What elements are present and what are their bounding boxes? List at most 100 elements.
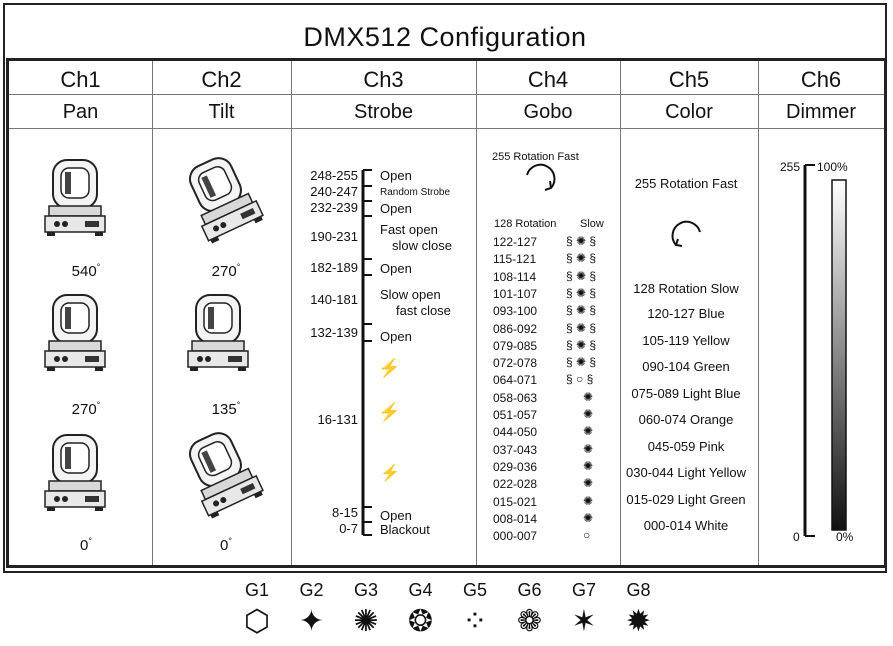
- gobo-legend-label: G1: [244, 580, 269, 600]
- gobo-symbol-icon: ✺: [583, 493, 594, 508]
- gobo-range: 115-121: [493, 252, 537, 267]
- gobo-symbol-icon: ✺: [583, 389, 594, 404]
- gobo-legend-label: G2: [299, 580, 324, 600]
- strobe-label: Open: [380, 261, 412, 276]
- lightning-icon: ⚡: [378, 402, 401, 422]
- gobo-range: 044-050: [493, 425, 538, 440]
- ch4-header: Ch4: [527, 67, 569, 92]
- page-title: DMX512 Configuration: [303, 22, 587, 52]
- strobe-range: 182-189: [310, 260, 358, 275]
- gobo-legend-label: G8: [626, 580, 651, 600]
- dimmer-top-percent: 100%: [817, 160, 848, 174]
- gobo-legend-label: G5: [462, 580, 487, 600]
- header-divider: [9, 94, 884, 95]
- column-divider: [620, 61, 621, 565]
- color-item: 060-074 Orange: [638, 412, 734, 427]
- pan-degree-0: 0°: [80, 536, 92, 554]
- ch6-function: Dimmer: [786, 101, 856, 123]
- lightning-icon: ⚡: [378, 358, 401, 378]
- column-divider: [152, 61, 153, 565]
- gobo-symbol-icon: ○: [583, 528, 591, 543]
- column-divider: [291, 61, 292, 565]
- gobo-symbol-icon: § ✺ §: [566, 251, 597, 266]
- gobo-legend-label: G7: [571, 580, 596, 600]
- strobe-range: 190-231: [310, 229, 358, 244]
- gobo-symbol-icon: § ✺ §: [566, 337, 597, 352]
- strobe-label: Slow open: [380, 287, 441, 302]
- gobo-symbol-icon: § ✺ §: [566, 303, 597, 318]
- strobe-label: Fast open: [380, 222, 438, 237]
- gobo-symbol-icon: § ○ §: [566, 372, 594, 387]
- gobo-legend-label: G4: [408, 580, 433, 600]
- gobo-pattern-icon: ❁: [516, 605, 543, 638]
- column-divider: [758, 61, 759, 565]
- color-rotation-slow: 128 Rotation Slow: [633, 281, 739, 296]
- gobo-range: 037-043: [493, 442, 538, 457]
- strobe-label: fast close: [396, 303, 451, 318]
- gobo-range: 008-014: [493, 511, 538, 526]
- gobo-range: 101-107: [493, 286, 538, 301]
- gobo-symbol-icon: ✺: [583, 510, 594, 525]
- dmx-table: Ch1 Pan Ch2 Tilt Ch3 Strobe Ch4 Gobo Ch5…: [6, 58, 887, 568]
- gobo-range: 022-028: [493, 477, 538, 492]
- color-rotation-fast: 255 Rotation Fast: [634, 176, 738, 191]
- gobo-range: 093-100: [493, 304, 538, 319]
- gobo-range: 086-092: [493, 321, 538, 336]
- gobo-range: 072-078: [493, 356, 538, 371]
- strobe-label: slow close: [392, 238, 452, 253]
- strobe-label: Open: [380, 201, 412, 216]
- color-item: 000-014 White: [643, 518, 729, 533]
- gobo-symbol-icon: ✺: [583, 476, 594, 491]
- color-item: 105-119 Yellow: [642, 332, 730, 348]
- ch1-header: Ch1: [60, 67, 101, 92]
- ch3-header: Ch3: [363, 67, 404, 92]
- strobe-range: 0-7: [339, 521, 358, 536]
- ch3-function: Strobe: [354, 101, 413, 123]
- gobo-symbol-icon: ✺: [583, 458, 594, 473]
- strobe-label: Blackout: [380, 522, 430, 537]
- strobe-range: 132-139: [310, 325, 358, 340]
- gobo-range: 015-021: [493, 494, 538, 509]
- strobe-label: Random Strobe: [380, 187, 451, 198]
- column-divider: [476, 61, 477, 565]
- pan-degree-270: 270°: [71, 400, 101, 418]
- gobo-range: 108-114: [493, 269, 537, 284]
- strobe-range: 16-131: [317, 412, 358, 427]
- gobo-pattern-icon: ✹: [625, 605, 652, 638]
- dimmer-bottom-percent: 0%: [836, 530, 854, 544]
- strobe-range: 8-15: [331, 505, 358, 520]
- strobe-range: 248-255: [310, 168, 358, 183]
- color-item: 090-104 Green: [642, 359, 730, 374]
- ch4-function: Gobo: [523, 101, 573, 123]
- ch5-header: Ch5: [668, 67, 710, 92]
- gobo-pattern-icon: ✺: [353, 605, 379, 638]
- gobo-range: 079-085: [493, 338, 538, 353]
- lightning-icon: ⚡: [380, 465, 400, 482]
- color-item: 030-044 Light Yellow: [626, 465, 746, 480]
- strobe-label: Open: [380, 329, 412, 344]
- gobo-symbol-icon: § ✺ §: [566, 355, 597, 370]
- gobo-symbol-icon: § ✺ §: [566, 234, 597, 248]
- gobo-pattern-icon: ❂: [407, 605, 434, 638]
- strobe-label: Open: [380, 508, 412, 523]
- gobo-symbol-icon: ✺: [583, 424, 594, 439]
- gobo-pattern-icon: ✦: [298, 605, 325, 638]
- gobo-range: 058-063: [493, 390, 538, 405]
- gobo-range: 051-057: [493, 408, 538, 422]
- gobo-range: 029-036: [493, 459, 538, 474]
- dimmer-top-value: 255: [780, 160, 801, 174]
- ch5-function: Color: [665, 101, 713, 123]
- strobe-label: Open: [380, 168, 412, 183]
- tilt-degree-135: 135°: [211, 400, 241, 418]
- strobe-range: 240-247: [310, 184, 358, 199]
- pan-degree-540: 540°: [71, 262, 101, 280]
- gobo-symbol-icon: § ✺ §: [566, 285, 597, 300]
- tilt-degree-270: 270°: [211, 262, 241, 280]
- gobo-range: 064-071: [493, 373, 538, 388]
- color-item: 120-127 Blue: [647, 306, 725, 321]
- color-item: 045-059 Pink: [647, 438, 725, 454]
- ch6-header: Ch6: [800, 67, 842, 92]
- gobo-pattern-icon: ✶: [571, 605, 597, 638]
- strobe-range: 232-239: [310, 200, 358, 215]
- gobo-symbol-icon: § ✺ §: [566, 320, 597, 335]
